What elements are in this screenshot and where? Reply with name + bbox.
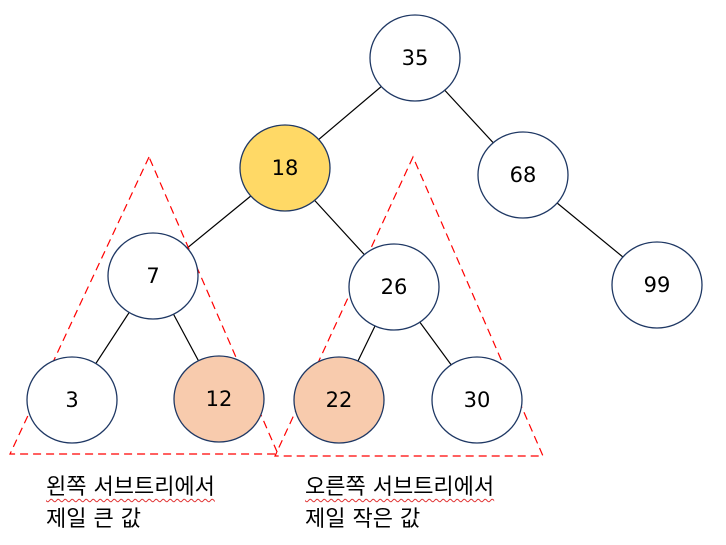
node-label: 99 — [644, 273, 671, 297]
tree-node-7: 7 — [107, 232, 199, 320]
node-circle — [239, 124, 331, 212]
tree-node-99: 99 — [611, 241, 703, 329]
tree-node-3: 3 — [26, 356, 118, 444]
node-label: 12 — [206, 387, 233, 411]
left-subtree-caption: 왼쪽 서브트리에서 제일 큰 값 — [46, 472, 215, 536]
right-caption-line2: 제일 작은 값 — [305, 507, 421, 532]
node-circle — [348, 243, 440, 331]
node-circle — [26, 356, 118, 444]
tree-node-12: 12 — [173, 355, 265, 443]
node-label: 26 — [381, 275, 408, 299]
node-label: 3 — [65, 388, 78, 412]
node-circle — [431, 356, 523, 444]
tree-edges — [71, 57, 658, 401]
node-circle — [173, 355, 265, 443]
left-caption-line2: 제일 큰 값 — [46, 507, 141, 532]
node-label: 35 — [402, 46, 429, 70]
left-subtree-outline — [9, 155, 279, 455]
tree-node-22: 22 — [293, 356, 385, 444]
tree-nodes: 35 18 68 7 26 99 3 12 22 30 — [26, 14, 703, 444]
node-label: 68 — [510, 163, 537, 187]
tree-node-18: 18 — [239, 124, 331, 212]
tree-node-35: 35 — [369, 14, 461, 102]
left-caption-line1: 왼쪽 서브트리에서 — [46, 475, 215, 500]
right-subtree-caption: 오른쪽 서브트리에서 제일 작은 값 — [305, 472, 494, 536]
node-label: 18 — [272, 156, 299, 180]
right-subtree-outline — [274, 155, 544, 457]
tree-node-68: 68 — [477, 131, 569, 219]
right-caption-line1: 오른쪽 서브트리에서 — [305, 475, 495, 500]
node-label: 30 — [464, 388, 491, 412]
node-label: 7 — [146, 264, 159, 288]
node-circle — [293, 356, 385, 444]
tree-node-26: 26 — [348, 243, 440, 331]
tree-node-30: 30 — [431, 356, 523, 444]
node-circle — [107, 232, 199, 320]
node-circle — [477, 131, 569, 219]
node-circle — [611, 241, 703, 329]
node-circle — [369, 14, 461, 102]
node-label: 22 — [326, 388, 353, 412]
